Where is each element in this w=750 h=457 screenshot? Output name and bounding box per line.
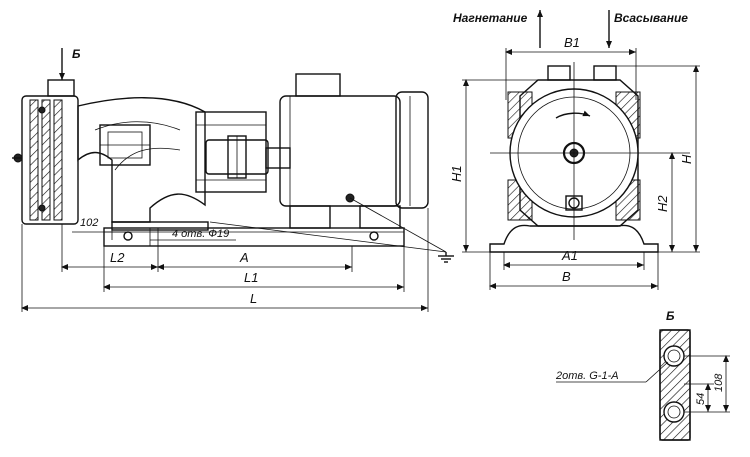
view-marker-arrow: Б <box>59 47 81 80</box>
ground-icon <box>209 197 454 263</box>
view-marker-top-label: Б <box>72 47 81 61</box>
front-view: Нагнетание Всасывание B1 <box>449 10 700 290</box>
suction-arrow: Всасывание <box>606 10 688 48</box>
dimension-B1: B1 <box>505 35 637 100</box>
holes-base-label: 4 отв. Ф19 <box>172 228 229 240</box>
dim-L2-label: L2 <box>110 250 125 265</box>
dim-B-label: B <box>562 269 571 284</box>
dim-H2-label: H2 <box>655 195 670 212</box>
dim-L-label: L <box>250 291 257 306</box>
pump-head <box>12 79 79 225</box>
dimension-A1: A1 <box>503 248 644 268</box>
dimension-H1: H1 <box>449 79 548 253</box>
dim-A-label: A <box>239 250 249 265</box>
base-frame <box>103 221 405 247</box>
front-body <box>490 62 690 240</box>
holes-flange-label: 2отв. G-1-A <box>555 370 619 382</box>
dimension-54: 54 <box>695 383 711 412</box>
dimension-H: H <box>616 65 700 253</box>
suction-label: Всасывание <box>614 11 688 25</box>
dimension-B: B <box>489 269 658 289</box>
dim-54-label: 54 <box>695 393 707 405</box>
dimension-L: L <box>21 291 428 311</box>
dimension-102: 102 <box>72 217 128 240</box>
dimension-L1: L1 <box>103 270 404 290</box>
dimension-108: 108 <box>713 355 729 412</box>
dimension-H2: H2 <box>655 152 675 252</box>
dim-108-label: 108 <box>713 373 725 392</box>
dim-102-label: 102 <box>80 217 98 229</box>
dim-B1-label: B1 <box>564 35 580 50</box>
electric-motor <box>279 73 429 229</box>
dim-H1-label: H1 <box>449 165 464 182</box>
front-feet <box>489 224 659 290</box>
detail-view: Б 2отв. G-1-A 108 54 <box>555 309 730 441</box>
pump-body <box>77 97 206 223</box>
dim-A1-label: A1 <box>561 248 578 263</box>
dimension-L2: L2 <box>61 250 158 270</box>
dim-L1-label: L1 <box>244 270 258 285</box>
discharge-arrow: Нагнетание <box>453 10 543 48</box>
flange-holes-callout: 2отв. G-1-A <box>555 361 669 383</box>
holes-base-callout: 4 отв. Ф19 <box>150 228 236 241</box>
side-view: Б <box>12 47 454 312</box>
coupling-assembly <box>195 111 291 193</box>
view-marker-detail-label: Б <box>666 309 675 323</box>
dimension-A: A <box>157 250 352 270</box>
dim-H-label: H <box>679 154 694 164</box>
discharge-label: Нагнетание <box>453 11 528 25</box>
